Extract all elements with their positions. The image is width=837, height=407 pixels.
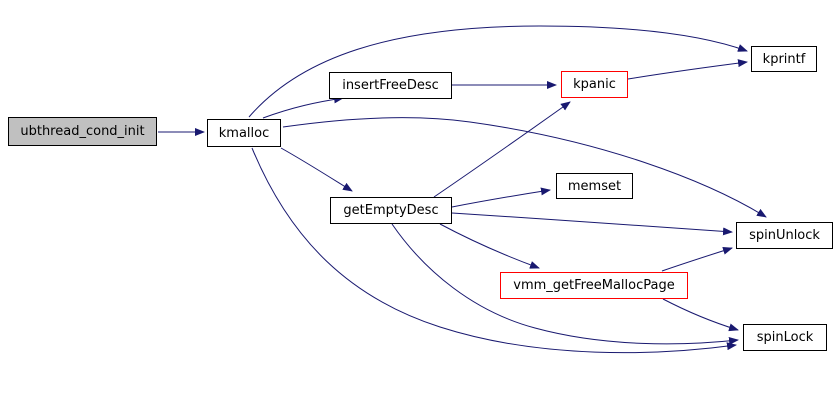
node-vmm_getFreeMallocPage[interactable]: vmm_getFreeMallocPage <box>500 272 688 299</box>
node-ubthread_cond_init-label: ubthread_cond_init <box>20 124 145 139</box>
node-insertFreeDesc[interactable]: insertFreeDesc <box>329 72 452 99</box>
edge-kmalloc-to-spinUnlock <box>282 117 767 218</box>
node-kmalloc[interactable]: kmalloc <box>207 119 281 147</box>
node-kprintf-label: kprintf <box>762 51 806 67</box>
edge-getEmptyDesc-to-kpanic <box>433 101 571 198</box>
edge-kmalloc-to-getEmptyDesc <box>280 147 353 192</box>
node-kpanic[interactable]: kpanic <box>561 71 628 98</box>
edge-vmm_getFreeMallocPage-to-spinLock <box>662 298 739 332</box>
node-memset[interactable]: memset <box>556 173 633 199</box>
edge-kmalloc-to-insertFreeDesc <box>262 95 344 119</box>
edge-kpanic-to-kprintf <box>627 59 748 80</box>
node-spinLock[interactable]: spinLock <box>743 324 827 351</box>
node-insertFreeDesc-label: insertFreeDesc <box>342 78 439 93</box>
node-getEmptyDesc-label: getEmptyDesc <box>343 203 439 218</box>
node-ubthread_cond_init: ubthread_cond_init <box>8 117 157 146</box>
node-kpanic-label: kpanic <box>573 77 616 92</box>
edge-kmalloc-to-spinLock <box>251 147 737 354</box>
edge-getEmptyDesc-to-vmm_getFreeMallocPage <box>439 223 540 269</box>
node-getEmptyDesc[interactable]: getEmptyDesc <box>330 197 452 224</box>
node-kprintf[interactable]: kprintf <box>751 46 817 72</box>
edge-getEmptyDesc-to-spinLock <box>391 223 739 345</box>
node-spinUnlock-label: spinUnlock <box>749 228 820 243</box>
node-spinLock-label: spinLock <box>756 330 814 345</box>
edge-kmalloc-to-kprintf <box>248 25 748 118</box>
node-memset-label: memset <box>567 178 622 194</box>
edge-getEmptyDesc-to-spinUnlock <box>451 212 733 236</box>
edge-vmm_getFreeMallocPage-to-spinUnlock <box>661 246 733 272</box>
node-kmalloc-label: kmalloc <box>218 125 270 141</box>
node-vmm_getFreeMallocPage-label: vmm_getFreeMallocPage <box>513 278 675 293</box>
edge-getEmptyDesc-to-memset <box>451 187 551 208</box>
node-spinUnlock[interactable]: spinUnlock <box>736 222 833 249</box>
